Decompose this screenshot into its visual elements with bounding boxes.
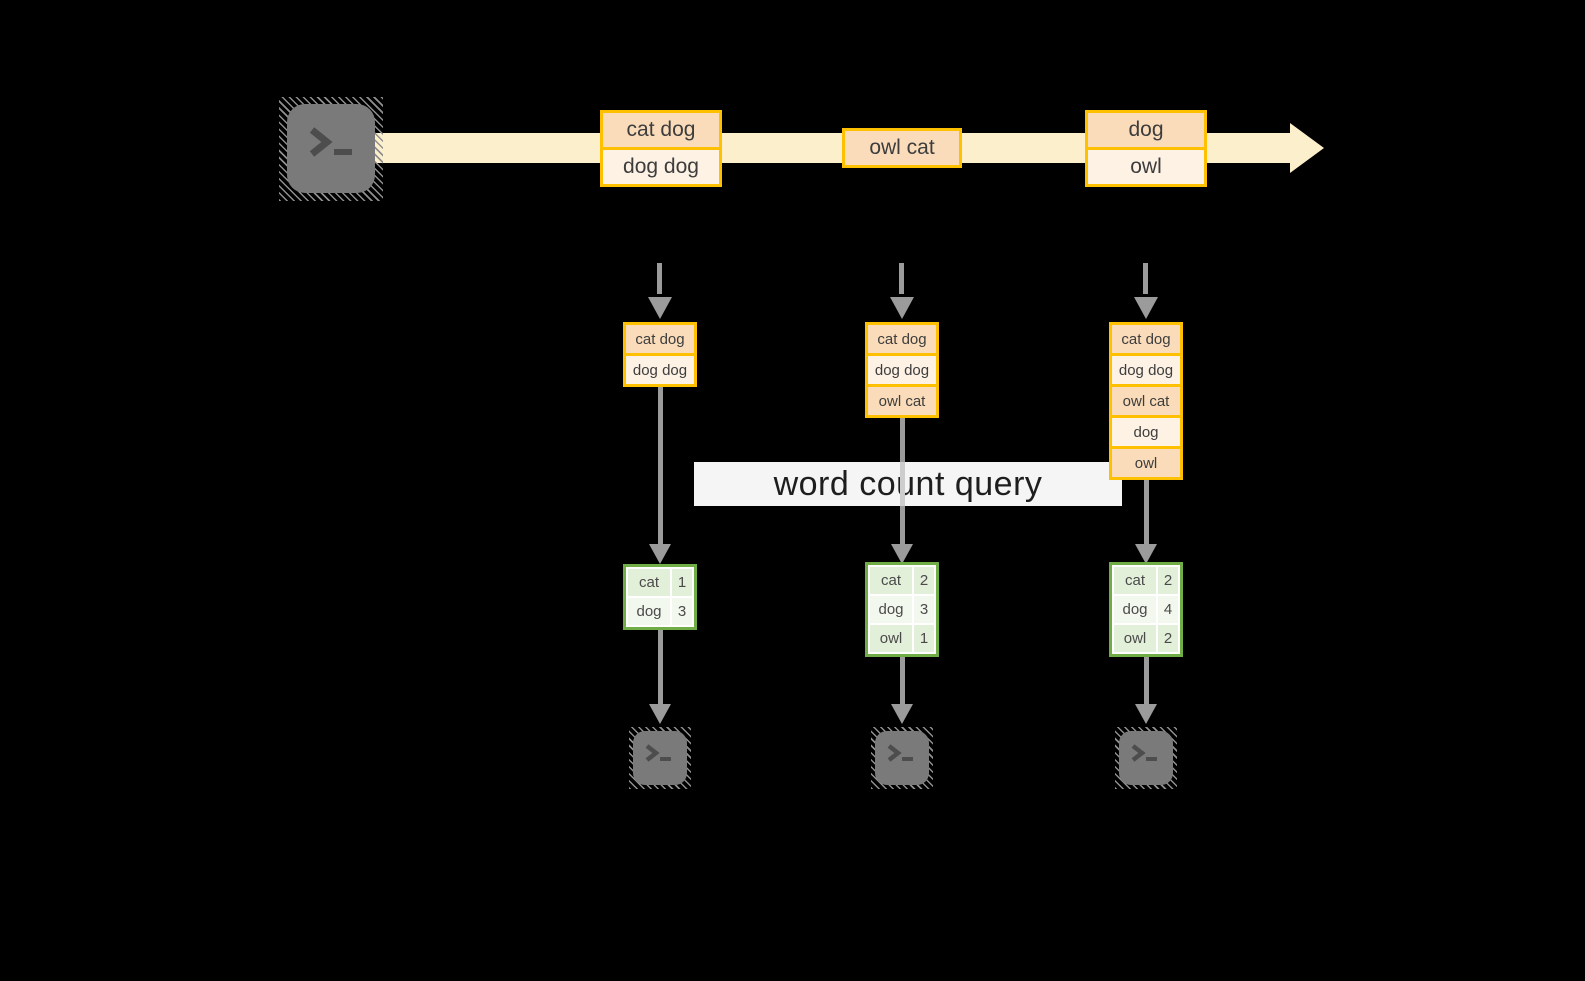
buffer-row: cat dog: [623, 322, 697, 356]
query-banner: word count query: [694, 462, 1122, 506]
terminal-icon: [875, 731, 929, 785]
count-value-cell: 2: [1158, 567, 1178, 594]
count-value-cell: 1: [672, 569, 692, 596]
timeline-record-3: dog owl: [1085, 110, 1207, 187]
buffer-row: dog dog: [1109, 353, 1183, 387]
count-word-cell: cat: [870, 567, 912, 594]
stream-buffer-1: cat dog dog dog: [623, 322, 697, 387]
count-value-cell: 2: [914, 567, 934, 594]
dashed-arrow-line: [657, 263, 662, 294]
timeline-record-2: owl cat: [842, 128, 962, 168]
count-word-cell: dog: [870, 596, 912, 623]
consumer-terminal-3: [1115, 727, 1177, 789]
query-arrowhead: [1135, 544, 1157, 564]
dashed-arrowhead: [1134, 297, 1158, 319]
terminal-icon: [287, 104, 375, 193]
consumer-terminal-2: [871, 727, 933, 789]
query-arrow-line-through-banner: [900, 462, 905, 506]
output-arrow-line: [900, 657, 905, 706]
output-arrow-line: [1144, 657, 1149, 706]
count-value-cell: 3: [672, 598, 692, 625]
dashed-arrowhead: [890, 297, 914, 319]
count-word-cell: owl: [1114, 625, 1156, 652]
dashed-arrow-line: [1143, 263, 1148, 294]
buffer-row: owl cat: [865, 384, 939, 418]
record-row: cat dog: [600, 110, 722, 150]
count-word-cell: cat: [628, 569, 670, 596]
buffer-row: owl: [1109, 446, 1183, 480]
query-arrow-line: [658, 387, 663, 544]
buffer-row: cat dog: [865, 322, 939, 356]
consumer-terminal-1: [629, 727, 691, 789]
record-row: owl cat: [842, 128, 962, 168]
output-arrow-line: [658, 630, 663, 706]
stream-buffer-2: cat dog dog dog owl cat: [865, 322, 939, 418]
count-word-cell: dog: [628, 598, 670, 625]
timeline-record-1: cat dog dog dog: [600, 110, 722, 187]
output-arrowhead: [649, 704, 671, 724]
source-terminal: [279, 97, 383, 201]
buffer-row: cat dog: [1109, 322, 1183, 356]
record-row: owl: [1085, 147, 1207, 187]
dashed-arrowhead: [648, 297, 672, 319]
count-value-cell: 4: [1158, 596, 1178, 623]
stream-timeline-arrowhead: [1290, 123, 1324, 173]
stream-buffer-3: cat dog dog dog owl cat dog owl: [1109, 322, 1183, 480]
record-row: dog: [1085, 110, 1207, 150]
query-banner-label: word count query: [773, 464, 1043, 503]
count-value-cell: 3: [914, 596, 934, 623]
count-table-3: cat 2 dog 4 owl 2: [1109, 562, 1183, 657]
terminal-icon: [633, 731, 687, 785]
count-word-cell: owl: [870, 625, 912, 652]
terminal-icon: [1119, 731, 1173, 785]
count-value-cell: 1: [914, 625, 934, 652]
buffer-row: owl cat: [1109, 384, 1183, 418]
count-word-cell: dog: [1114, 596, 1156, 623]
output-arrowhead: [1135, 704, 1157, 724]
output-arrowhead: [891, 704, 913, 724]
count-word-cell: cat: [1114, 567, 1156, 594]
count-table-1: cat 1 dog 3: [623, 564, 697, 630]
query-arrowhead: [649, 544, 671, 564]
buffer-row: dog: [1109, 415, 1183, 449]
count-table-2: cat 2 dog 3 owl 1: [865, 562, 939, 657]
dashed-arrow-line: [899, 263, 904, 294]
query-arrowhead: [891, 544, 913, 564]
record-row: dog dog: [600, 147, 722, 187]
query-arrow-line: [1144, 480, 1149, 544]
buffer-row: dog dog: [865, 353, 939, 387]
buffer-row: dog dog: [623, 353, 697, 387]
count-value-cell: 2: [1158, 625, 1178, 652]
